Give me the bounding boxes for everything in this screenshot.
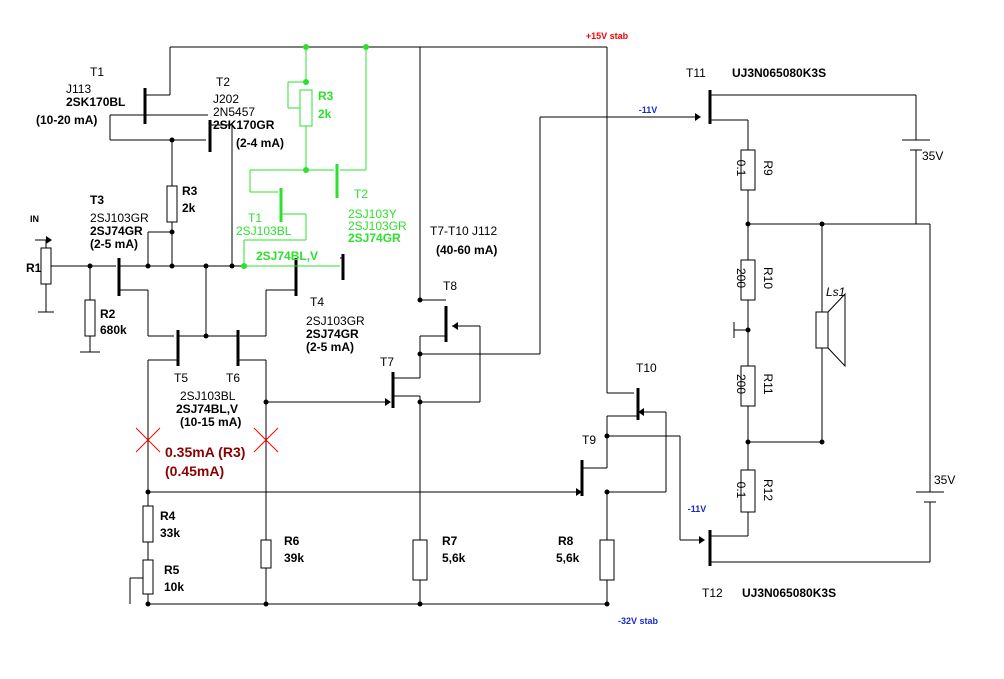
t56-current: (10-15 mA)	[180, 415, 241, 429]
alt-overlay	[241, 44, 369, 280]
t1-part: 2SK170BL	[66, 95, 125, 109]
r10-label: R10	[761, 267, 775, 289]
r7-label: R7	[442, 534, 458, 548]
note-line-2: (0.45mA)	[165, 463, 224, 479]
r2-label: R2	[100, 307, 116, 321]
t2g-line-3: 2SJ74GR	[348, 231, 401, 245]
r7-value: 5,6k	[442, 551, 466, 565]
bias-network	[129, 398, 580, 607]
t3-current: (2-5 mA)	[90, 237, 138, 251]
speaker-icon	[815, 311, 829, 349]
r6-resistor	[260, 539, 272, 569]
t7-t8	[391, 113, 701, 607]
removed-links	[135, 427, 279, 453]
bias-top-label: -11V	[639, 105, 658, 115]
t1g-label: T1	[248, 211, 262, 225]
t1-t2-pair	[109, 88, 233, 266]
r11-value: 200	[734, 374, 748, 394]
t4-label: T4	[310, 295, 324, 309]
r10-value: 200	[734, 268, 748, 288]
r1-label: R1	[26, 261, 42, 275]
r3-resistor	[166, 185, 178, 223]
t11-label: T11	[686, 66, 706, 80]
t2g-bl: 2SJ74BL,V	[256, 249, 318, 263]
r12-label: R12	[761, 479, 775, 501]
r8-value: 5,6k	[556, 551, 580, 565]
t4	[240, 258, 298, 337]
t1g-part: 2SJ103BL	[236, 224, 292, 238]
r11-label: R11	[761, 373, 775, 394]
t7-label: T7	[380, 355, 394, 369]
neg-rail-label: -32V stab	[618, 616, 659, 626]
speaker-label: Ls1	[826, 285, 845, 299]
t1-type: J113	[66, 82, 91, 96]
t56-part: 2SJ74BL,V	[176, 402, 238, 416]
neg-rail	[148, 492, 608, 605]
bias-bottom-label: -11V	[688, 504, 707, 514]
t4-current: (2-5 mA)	[306, 340, 354, 354]
r9-value: 0.1	[734, 160, 748, 177]
t7-10-label: T7-T10 J112	[430, 224, 497, 238]
t3-part: 2SJ74GR	[90, 224, 143, 238]
r4-value: 33k	[160, 526, 180, 540]
r8-resistor	[599, 539, 615, 581]
t12-part: UJ3N065080K3S	[742, 586, 836, 600]
t2-current: (2-4 mA)	[236, 136, 284, 150]
r1-resistor	[40, 247, 52, 285]
r3-value: 2k	[182, 201, 196, 215]
t12-label: T12	[702, 586, 723, 600]
r8-label: R8	[558, 534, 574, 548]
t2-alt: 2N5457	[213, 105, 255, 119]
r2-resistor	[84, 299, 96, 337]
r12-value: 0.1	[734, 482, 748, 499]
t2g-line-1: 2SJ103Y	[348, 207, 397, 221]
t1-current: (10-20 mA)	[36, 113, 97, 127]
t9-t10	[576, 388, 705, 607]
r3g-resistor	[299, 89, 313, 127]
t6-label: T6	[226, 371, 240, 385]
t8-label: T8	[443, 279, 457, 293]
r9-label: R9	[761, 160, 775, 176]
t9-label: T9	[582, 433, 596, 447]
t4-alt: 2SJ103GR	[306, 314, 365, 328]
r3g-label: R3	[318, 89, 334, 103]
t3-label: T3	[90, 193, 104, 207]
r6-value: 39k	[284, 551, 304, 565]
battery-top-label: 35V	[922, 149, 943, 163]
t7-10-current: (40-60 mA)	[436, 243, 497, 257]
r2-value: 680k	[100, 323, 127, 337]
r3g-value: 2k	[318, 107, 332, 121]
t2g-label: T2	[354, 187, 368, 201]
r3-label: R3	[182, 184, 198, 198]
r6-label: R6	[284, 534, 300, 548]
r5-label: R5	[164, 563, 180, 577]
battery-bottom-label: 35V	[934, 473, 955, 487]
t2g-line-2: 2SJ103GR	[348, 219, 407, 233]
r5-resistor	[142, 559, 154, 595]
t3-alt: 2SJ103GR	[90, 211, 149, 225]
note-line-1: 0.35mA (R3)	[165, 444, 245, 460]
t5-label: T5	[174, 371, 188, 385]
t4-part: 2SJ74GR	[306, 327, 359, 341]
t11-part: UJ3N065080K3S	[732, 66, 826, 80]
r5-value: 10k	[164, 580, 184, 594]
t10-label: T10	[636, 361, 657, 375]
t56-alt: 2SJ103BL	[180, 389, 236, 403]
t2-type: J202	[213, 92, 239, 106]
input-network	[35, 236, 116, 353]
t3	[117, 258, 244, 337]
r4-label: R4	[160, 509, 176, 523]
t1-label: T1	[90, 65, 104, 79]
output-stage	[708, 90, 944, 566]
pos-rail-label: +15V stab	[586, 31, 629, 41]
t2-label: T2	[216, 75, 230, 89]
input-label: IN	[30, 214, 39, 224]
pos-rail	[169, 46, 608, 393]
r7-resistor	[412, 539, 428, 581]
t2-part: 2SK170GR	[213, 118, 275, 132]
r4-resistor	[142, 505, 154, 543]
